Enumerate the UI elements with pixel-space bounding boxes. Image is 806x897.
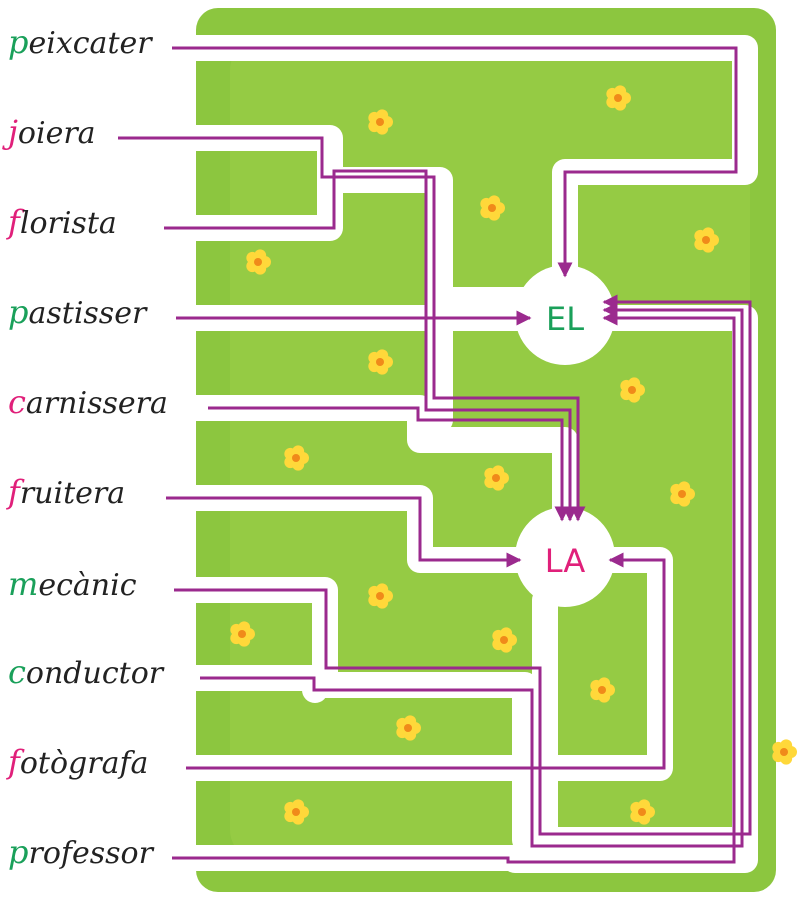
la-clearing [515,507,615,607]
word-initial: c [8,653,26,691]
word-rest: lorista [19,206,117,241]
flower-icon [492,627,517,653]
word-rest: oiera [17,116,96,151]
flowers [230,85,797,825]
word-peixcater: peixcater [8,26,152,59]
word-rest: arnissera [25,386,168,421]
flower-icon [484,465,509,491]
flower-icon [606,85,631,111]
flower-icon [694,227,719,253]
word-rest: rofessor [28,836,153,871]
word-rest: ruitera [19,476,126,511]
word-joiera: joiera [8,116,96,149]
word-rest: onductor [25,656,164,691]
word-initial: p [8,833,29,871]
word-professor: professor [8,836,153,869]
flower-icon [230,621,255,647]
word-rest: otògrafa [19,746,149,781]
flower-icon [246,249,271,275]
flower-icon [396,715,421,741]
flower-icon [630,799,655,825]
flower-icon [590,677,615,703]
flower-icon [368,349,393,375]
word-carnissera: carnissera [8,386,168,419]
flower-icon [368,583,393,609]
line-carnissera [208,406,570,522]
word-initial: f [8,203,20,241]
line-mecanic [174,294,752,836]
word-initial: p [8,293,29,331]
word-initial: f [8,473,20,511]
flower-icon [620,377,645,403]
word-rest: astisser [28,296,147,331]
line-fotografa [186,552,666,770]
flower-icon [772,739,797,765]
line-fruitera [166,496,522,568]
line-professor [172,310,736,864]
line-joiera [118,136,586,522]
word-fotògrafa: fotògrafa [8,746,148,779]
word-florista: florista [8,206,117,239]
flower-icon [670,481,695,507]
el-clearing [515,265,615,365]
flower-icon [480,195,505,221]
flower-icon [284,799,309,825]
word-initial: j [8,113,18,151]
word-rest: eixcater [28,26,152,61]
word-conductor: conductor [8,656,163,689]
word-initial: f [8,743,20,781]
line-peixcater [172,46,738,278]
word-rest: ecànic [38,568,137,603]
article-el: EL [546,300,584,338]
word-mecànic: mecànic [8,568,137,601]
word-pastisser: pastisser [8,296,146,329]
flower-icon [368,109,393,135]
word-initial: c [8,383,26,421]
connector-lines [118,46,752,864]
line-florista [164,169,578,522]
word-initial: p [8,23,29,61]
flower-icon [284,445,309,471]
article-la: LA [545,542,586,580]
word-fruitera: fruitera [8,476,125,509]
word-initial: m [8,565,39,603]
